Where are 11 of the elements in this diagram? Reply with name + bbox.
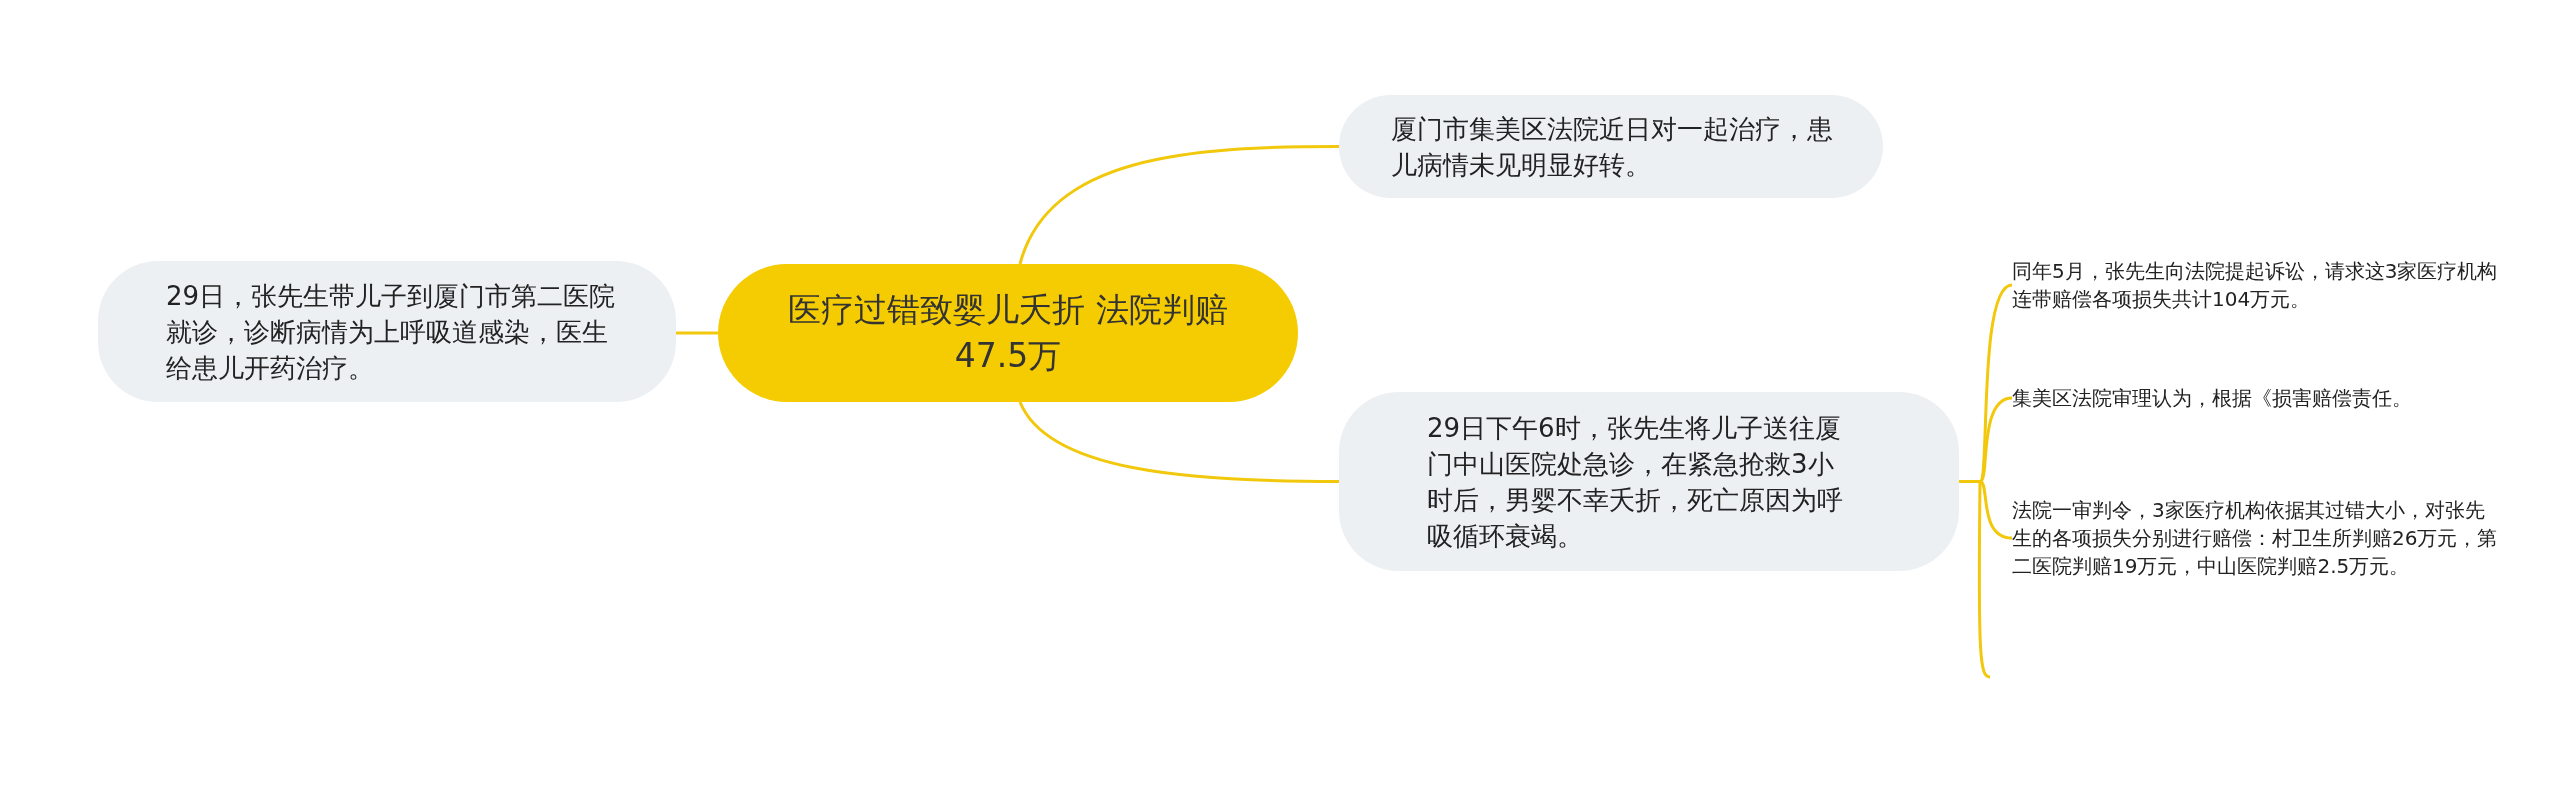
topic-pill: 医疗过错致婴儿夭折 法院判赔47.5万 [718, 264, 1298, 402]
connector-line [1018, 145, 1339, 265]
subtopic-pill: 厦门市集美区法院近日对一起治疗，患儿病情未见明显好转。 [1339, 95, 1883, 198]
note-text: 法院一审判令，3家医疗机构依据其过错大小，对张先生的各项损失分别进行赔偿：村卫生所判赔26万元，第二医院判赔19万元，中山医院判赔2.5万元。 [2012, 478, 2502, 598]
subtopic-pill: 29日下午6时，张先生将儿子送往厦门中山医院处急诊，在紧急抢救3小时后，男婴不幸夭折，死亡原因为呼吸循环衰竭。 [1339, 392, 1959, 571]
note-text: 同年5月，张先生向法院提起诉讼，请求这3家医疗机构连带赔偿各项损失共计104万元。 [2012, 255, 2502, 315]
connector-line [1959, 480, 2013, 540]
connector-line [676, 331, 718, 335]
connector-line [1018, 401, 1339, 483]
subtopic-pill: 29日，张先生带儿子到厦门市第二医院就诊，诊断病情为上呼吸道感染，医生给患儿开药治疗。 [98, 261, 676, 402]
note-text: 集美区法院审理认为，根据《损害赔偿责任。 [2012, 383, 2502, 413]
